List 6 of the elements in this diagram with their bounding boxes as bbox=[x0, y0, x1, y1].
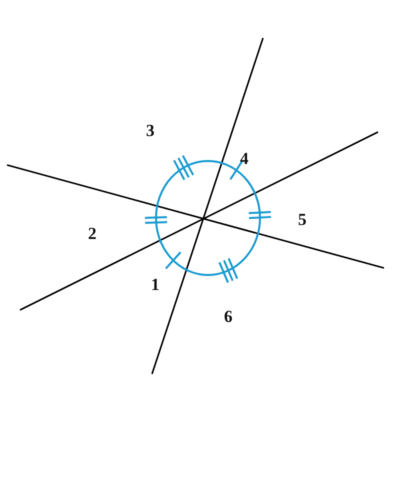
angle-number: 6 bbox=[224, 308, 232, 325]
angle-number: 1 bbox=[151, 276, 160, 293]
angle-number: 3 bbox=[146, 122, 154, 139]
angle-number: 4 bbox=[240, 150, 248, 167]
angle-number: 5 bbox=[298, 211, 306, 228]
angle-number: 2 bbox=[88, 225, 96, 242]
